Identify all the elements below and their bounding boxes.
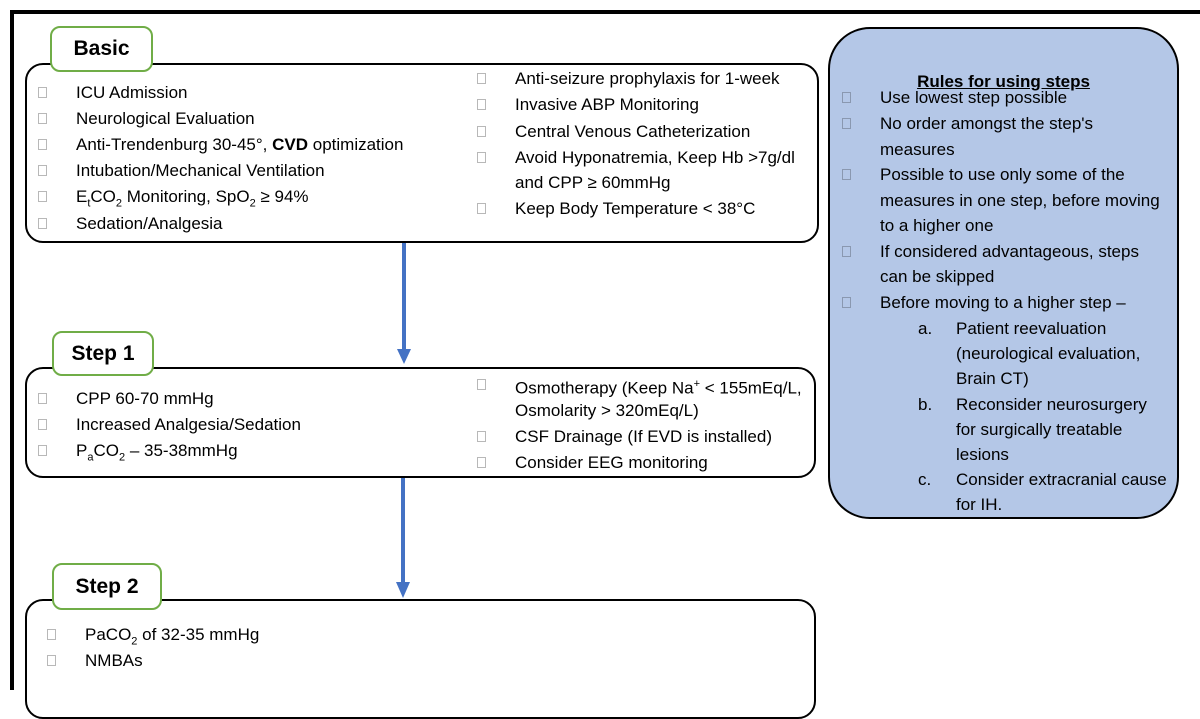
step1-item: Increased Analgesia/Sedation — [38, 412, 301, 437]
basic-item: Anti-Trendenburg 30-45°, CVD optimizatio… — [38, 132, 403, 157]
checkbox-bullet-icon — [477, 73, 486, 84]
step1-item: CSF Drainage (If EVD is installed) — [477, 424, 772, 449]
checkbox-bullet-icon — [477, 379, 486, 390]
rules-item: Before moving to a higher step – — [842, 290, 1126, 316]
step1-label: Step 1 — [52, 331, 154, 376]
sub-item-letter: b. — [918, 395, 933, 414]
sub-item-line: lesions — [956, 445, 1009, 464]
basic-label: Basic — [50, 26, 153, 72]
checkbox-bullet-icon — [47, 655, 56, 666]
step2-item: NMBAs — [47, 648, 143, 673]
basic-item: Central Venous Catheterization — [477, 119, 750, 144]
checkbox-bullet-icon — [38, 445, 47, 456]
checkbox-bullet-icon — [842, 297, 851, 308]
sub-item-line: for IH. — [956, 495, 1003, 514]
checkbox-bullet-icon — [38, 165, 47, 176]
basic-item: Sedation/Analgesia — [38, 211, 223, 236]
step2-label: Step 2 — [52, 563, 162, 610]
checkbox-bullet-icon — [477, 457, 486, 468]
checkbox-bullet-icon — [38, 87, 47, 98]
sub-item-line: Reconsider neurosurgery — [956, 395, 1147, 414]
step1-box — [25, 367, 816, 478]
basic-item: ICU Admission — [38, 80, 187, 105]
checkbox-bullet-icon — [842, 92, 851, 103]
rules-item-continued: measures — [880, 140, 955, 159]
sub-item-line: Patient reevaluation — [956, 319, 1107, 338]
step2-box — [25, 599, 816, 719]
basic-item: Intubation/Mechanical Ventilation — [38, 158, 325, 183]
step1-item: CPP 60-70 mmHg — [38, 386, 214, 411]
checkbox-bullet-icon — [477, 203, 486, 214]
step1-item: PaCO2 – 35-38mmHg — [38, 438, 238, 470]
step1-item: Osmotherapy (Keep Na+ < 155mEq/L, — [477, 372, 802, 401]
basic-item: Neurological Evaluation — [38, 106, 255, 131]
checkbox-bullet-icon — [38, 191, 47, 202]
sub-item-line: Brain CT) — [956, 369, 1029, 388]
basic-item: EtCO2 Monitoring, SpO2 ≥ 94% — [38, 184, 309, 216]
basic-item: Keep Body Temperature < 38°C — [477, 196, 755, 221]
rules-title: Rules for using steps — [917, 72, 1090, 91]
checkbox-bullet-icon — [477, 126, 486, 137]
checkbox-bullet-icon — [38, 139, 47, 150]
down-arrow — [397, 243, 411, 364]
basic-item-continued: and CPP ≥ 60mmHg — [515, 173, 671, 192]
step1-item: Consider EEG monitoring — [477, 450, 708, 475]
rules-item-continued: to a higher one — [880, 216, 994, 235]
checkbox-bullet-icon — [842, 169, 851, 180]
rules-panel: Rules for using steps — [828, 27, 1179, 519]
sub-item-line: Consider extracranial cause — [956, 470, 1167, 489]
sub-item-letter: c. — [918, 470, 932, 489]
checkbox-bullet-icon — [38, 113, 47, 124]
rules-item: Use lowest step possible — [842, 85, 1067, 111]
checkbox-bullet-icon — [38, 218, 47, 229]
basic-item: Avoid Hyponatremia, Keep Hb >7g/dl — [477, 145, 795, 170]
rules-item: Possible to use only some of the — [842, 162, 1125, 188]
rules-item-continued: measures in one step, before moving — [880, 191, 1160, 210]
step1-item-continued: Osmolarity > 320mEq/L) — [515, 401, 699, 420]
basic-item: Invasive ABP Monitoring — [477, 92, 699, 117]
checkbox-bullet-icon — [38, 393, 47, 404]
step2-item: PaCO2 of 32-35 mmHg — [47, 622, 259, 654]
checkbox-bullet-icon — [842, 246, 851, 257]
checkbox-bullet-icon — [38, 419, 47, 430]
down-arrow — [396, 478, 410, 598]
checkbox-bullet-icon — [842, 118, 851, 129]
basic-box — [25, 63, 819, 243]
rules-item-continued: can be skipped — [880, 267, 995, 286]
sub-item-line: for surgically treatable — [956, 420, 1123, 439]
checkbox-bullet-icon — [47, 629, 56, 640]
checkbox-bullet-icon — [477, 152, 486, 163]
basic-item: Anti-seizure prophylaxis for 1-week — [477, 66, 780, 91]
checkbox-bullet-icon — [477, 99, 486, 110]
rules-item: If considered advantageous, steps — [842, 239, 1139, 265]
rules-item: No order amongst the step's — [842, 111, 1093, 137]
sub-item-line: (neurological evaluation, — [956, 344, 1141, 363]
page-frame — [10, 10, 1200, 690]
checkbox-bullet-icon — [477, 431, 486, 442]
sub-item-letter: a. — [918, 319, 933, 338]
